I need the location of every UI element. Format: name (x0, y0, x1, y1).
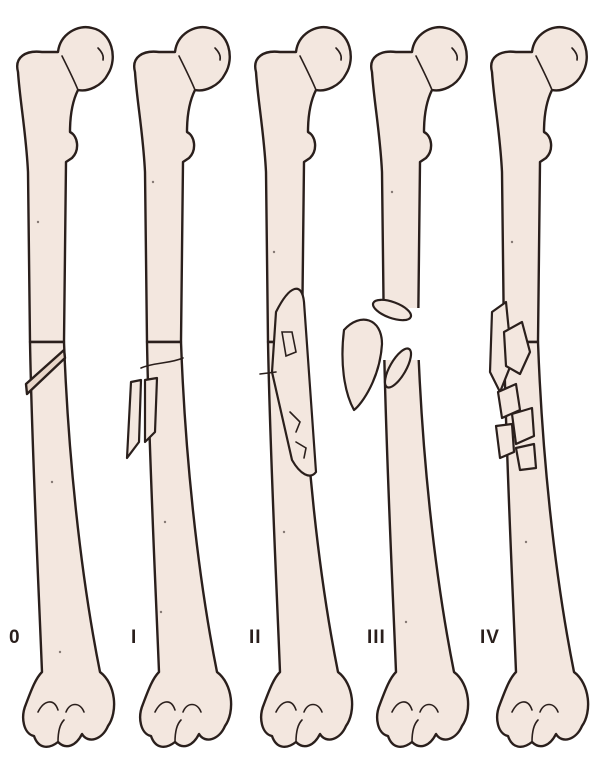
femur-type-IV (490, 27, 588, 747)
femur-type-I (127, 27, 231, 747)
femur-label-I: I (131, 628, 137, 647)
femur-type-0 (17, 27, 114, 747)
femur-label-III: III (367, 628, 386, 647)
femur-label-IV: IV (480, 628, 500, 647)
femur-label-II: II (249, 628, 262, 647)
femur-label-0: 0 (9, 628, 21, 647)
femur-type-II (255, 27, 352, 747)
femur-type-III (342, 27, 468, 747)
